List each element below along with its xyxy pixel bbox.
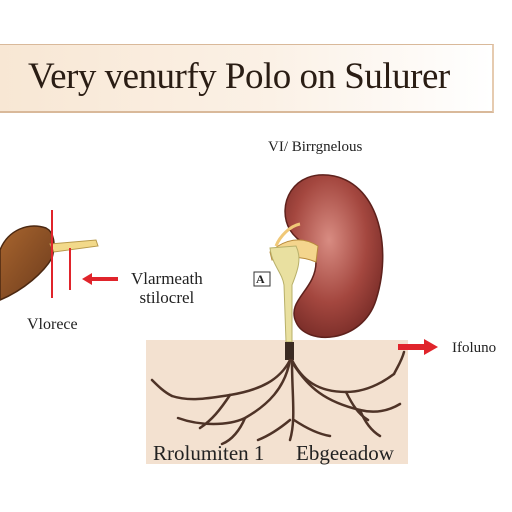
- vessel-label-line1: Vlarmeath: [131, 269, 203, 288]
- left-label: Vlorece: [27, 316, 78, 333]
- right-label: Ifoluno: [452, 340, 497, 356]
- arrow-right-icon: [398, 339, 438, 355]
- title-banner: [0, 44, 494, 113]
- arrow-right-icon: [82, 273, 118, 285]
- stem: [269, 245, 300, 360]
- page-title: Very venurfy Polo on Sulurer: [28, 56, 450, 97]
- box-label-right: Ebgeeadow: [296, 441, 394, 465]
- marker-label: A: [256, 272, 265, 286]
- vessel-label-line2: stilocrel: [139, 288, 195, 307]
- soil-box: [146, 340, 408, 464]
- marker-box: [253, 271, 271, 287]
- kidney-label: VI/ Birrgnelous: [268, 139, 363, 155]
- box-label-left: Rrolumiten 1: [153, 441, 265, 465]
- root-system-icon: [150, 350, 406, 446]
- vessel-label: Vlarmeath stilocrel: [131, 269, 203, 307]
- liver-icon: [0, 225, 99, 301]
